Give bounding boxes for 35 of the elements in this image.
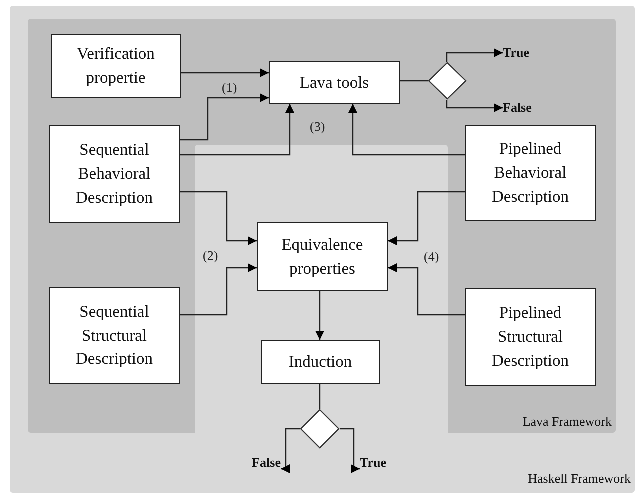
arrow: [281, 428, 300, 474]
outcome-label: True: [360, 454, 398, 472]
step-number: (1): [222, 80, 238, 96]
outcome-label: False: [503, 99, 547, 117]
arrow: [180, 104, 294, 156]
step-number: (4): [424, 249, 440, 265]
arrow: [180, 191, 257, 246]
arrow: [388, 191, 465, 246]
arrow: [181, 68, 269, 78]
outcome-label: False: [240, 454, 281, 472]
arrow: [348, 104, 465, 156]
framework-title: Lava Framework: [522, 414, 612, 430]
process-box: Induction: [261, 340, 380, 384]
process-box: Pipelined Structural Description: [465, 288, 596, 386]
arrow: [316, 291, 324, 340]
process-box: Sequential Structural Description: [49, 287, 180, 384]
decision-diamond: [300, 409, 340, 449]
arrow: [446, 48, 503, 62]
arrow: [388, 264, 465, 316]
process-box: Pipelined Behavioral Description: [465, 125, 596, 221]
decision-diamond: [428, 62, 467, 100]
step-number: (2): [203, 248, 218, 264]
arrow: [180, 264, 257, 316]
step-number: (3): [310, 119, 326, 135]
process-box: Equivalence properties: [257, 222, 388, 291]
outcome-label: True: [503, 44, 543, 62]
arrow: [180, 94, 269, 141]
framework-title: Haskell Framework: [528, 471, 631, 487]
process-box: Verification propertie: [51, 34, 181, 98]
arrow: [446, 100, 503, 112]
arrow: [340, 428, 360, 474]
framework-region: [10, 6, 635, 493]
framework-region: [28, 19, 616, 433]
process-box: Sequential Behavioral Description: [49, 125, 180, 223]
process-box: Lava tools: [269, 61, 400, 104]
